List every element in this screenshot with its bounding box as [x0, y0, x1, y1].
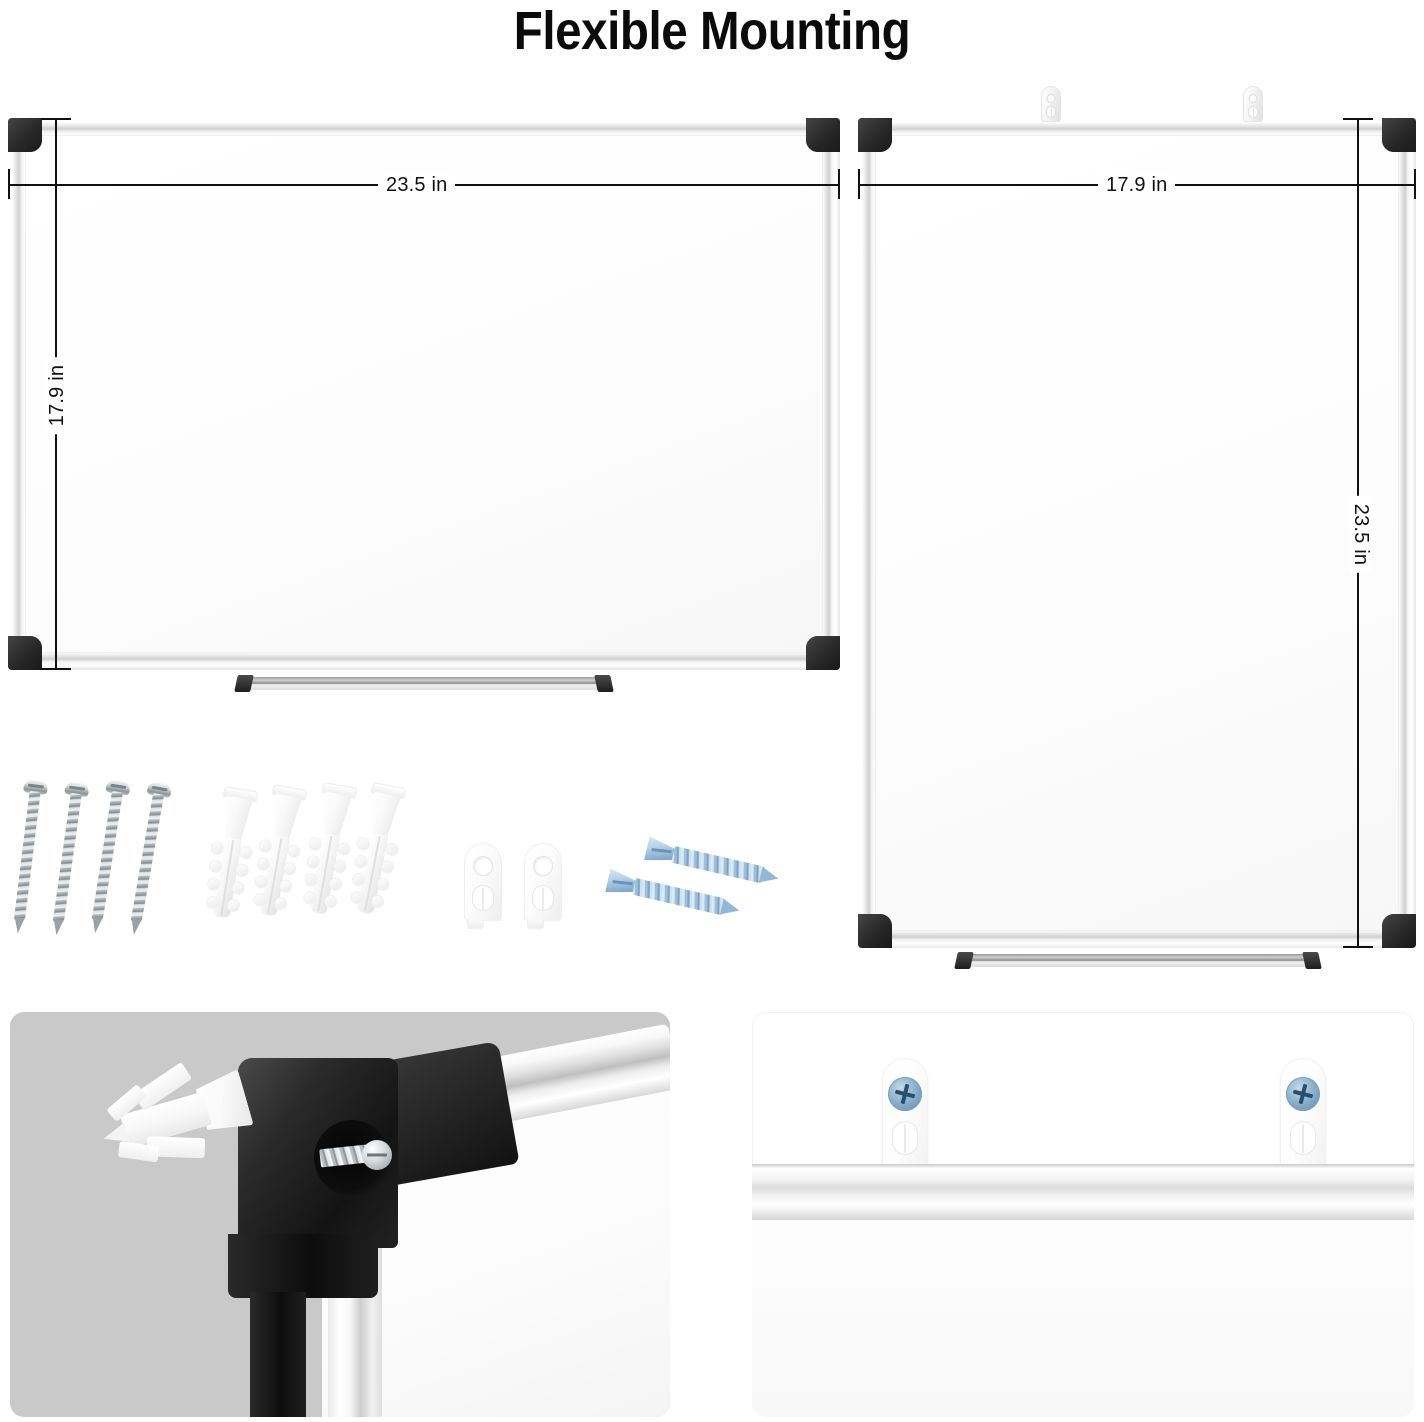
screw-shaft	[13, 790, 41, 922]
hanging-tab-left	[1041, 86, 1061, 122]
hanging-tab-slot	[1046, 106, 1056, 118]
hanging-bracket-2	[524, 843, 562, 929]
bracket-keyhole-slot	[532, 885, 554, 911]
blue-phillips-screw-icon	[1286, 1077, 1320, 1111]
dimension-label-portrait-width: 17.9 in	[1098, 174, 1176, 197]
photo-wall-anchor	[84, 1062, 254, 1171]
dimension-tick-landscape-width-left	[8, 169, 10, 199]
dimension-tick-landscape-height-top	[41, 118, 71, 120]
hanging-tab-hole	[1248, 94, 1258, 103]
frame-rail-left	[858, 118, 880, 948]
corner-bracket-bottom-left	[8, 636, 42, 670]
screw-shaft	[671, 846, 765, 884]
screw-tip	[719, 898, 742, 919]
bracket-keyhole-slot	[472, 885, 494, 911]
pen-tray-landscape	[243, 677, 605, 690]
frame-rail-bottom	[858, 926, 1416, 948]
hanging-tab-right	[1243, 86, 1263, 122]
bracket-foot	[527, 919, 544, 929]
screw-shaft	[52, 792, 82, 924]
corner-bracket-bottom-right	[1382, 914, 1416, 948]
corner-bracket-top-right	[1382, 118, 1416, 152]
landscape-whiteboard	[8, 118, 840, 670]
hanging-tab-mounting-photo	[752, 1012, 1414, 1417]
hanging-bracket-1	[464, 843, 502, 929]
screw-shaft	[91, 790, 123, 922]
dimension-tick-portrait-width-left	[858, 169, 860, 199]
corner-bracket-top-right	[806, 118, 840, 152]
hanging-tab-slot	[892, 1121, 918, 1155]
screw-shaft	[632, 878, 726, 916]
photo-corner-bracket-leg	[228, 1234, 378, 1298]
screw-shaft	[130, 793, 165, 923]
board-writing-surface	[25, 135, 823, 653]
photo-frame-post	[250, 1292, 306, 1417]
frame-rail-right	[818, 118, 840, 670]
photo-screw-head	[362, 1140, 392, 1170]
pen-tray-portrait	[963, 954, 1313, 967]
bracket-foot	[467, 919, 484, 929]
hanging-tab-slot	[1248, 106, 1258, 118]
dimension-tick-portrait-width-right	[1414, 169, 1416, 199]
dimension-tick-portrait-height-top	[1343, 118, 1373, 120]
frame-rail-right	[1394, 118, 1416, 948]
dimension-label-landscape-width: 23.5 in	[378, 174, 456, 197]
screw-tip	[128, 918, 142, 936]
dimension-tick-landscape-height-bottom	[41, 668, 71, 670]
corner-bracket-top-left	[858, 118, 892, 152]
screw-tip	[758, 866, 781, 887]
page-title: Flexible Mounting	[513, 1, 911, 61]
dimension-label-portrait-height: 23.5 in	[1349, 495, 1373, 574]
dimension-tick-portrait-height-bottom	[1343, 946, 1373, 948]
screw-tip	[51, 918, 64, 936]
board-writing-surface	[875, 135, 1399, 931]
bracket-screw-hole	[533, 856, 553, 876]
screw-tip	[12, 916, 25, 935]
corner-bracket-bottom-left	[858, 914, 892, 948]
corner-bracket-assembly-photo	[10, 1012, 670, 1417]
frame-rail-top	[8, 118, 840, 140]
hanging-tab-hole	[1046, 94, 1056, 103]
bracket-screw-hole	[473, 856, 493, 876]
frame-rail-left	[8, 118, 30, 670]
frame-rail-bottom	[8, 648, 840, 670]
dimension-tick-landscape-width-right	[838, 169, 840, 199]
corner-bracket-top-left	[8, 118, 42, 152]
frame-rail-top	[858, 118, 1416, 140]
hanging-tab-slot	[1290, 1121, 1316, 1155]
dimension-label-landscape-height: 17.9 in	[46, 356, 70, 435]
portrait-whiteboard	[858, 118, 1416, 948]
photo-board-surface	[752, 1220, 1414, 1417]
corner-bracket-bottom-right	[806, 636, 840, 670]
blue-phillips-screw-icon	[888, 1077, 922, 1111]
screw-tip	[90, 916, 103, 934]
photo-frame-rail	[752, 1164, 1414, 1220]
